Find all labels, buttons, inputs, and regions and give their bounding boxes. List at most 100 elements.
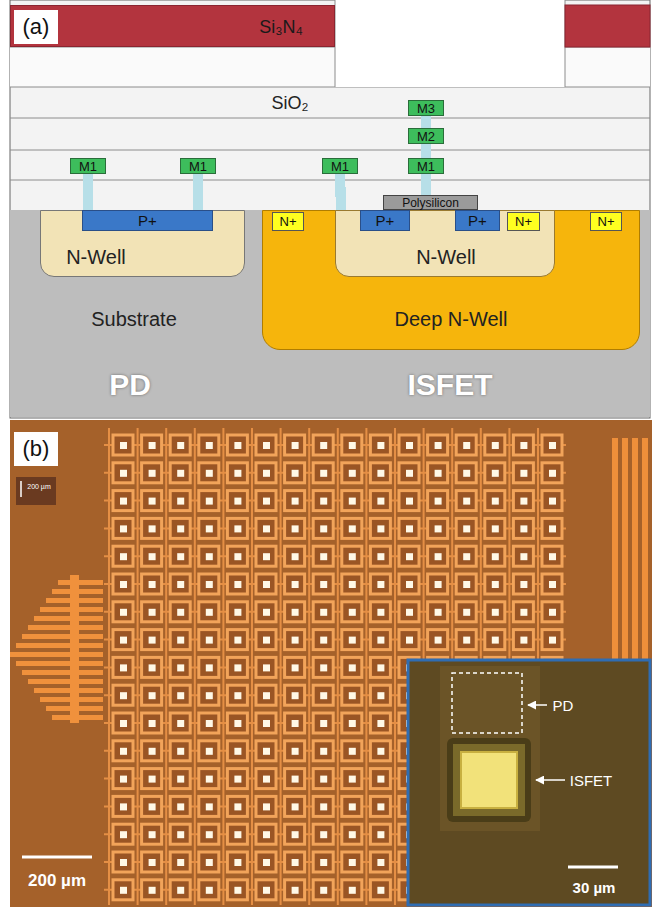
sensor-window [263, 776, 270, 783]
pixel-cell [370, 769, 390, 789]
comb-tooth [34, 688, 70, 693]
sensor-window [149, 803, 156, 810]
pixel-cell [456, 630, 476, 650]
sensor-window [149, 553, 156, 560]
pixel-cell [256, 574, 276, 594]
pixel-cell [285, 630, 305, 650]
sensor-window [435, 553, 442, 560]
inset-frame [408, 660, 650, 905]
pixel-cell [256, 657, 276, 677]
sensor-window [149, 776, 156, 783]
sensor-window [520, 525, 527, 532]
pixel-cell [170, 685, 190, 705]
pixel-cell [199, 463, 219, 483]
sensor-window [177, 720, 184, 727]
comb-tooth [22, 670, 70, 675]
column-wire [194, 428, 196, 905]
pixel-cell [285, 463, 305, 483]
scale-bar [568, 866, 618, 869]
pixel-cell [256, 491, 276, 511]
sensor-window [377, 553, 384, 560]
pixel-cell [227, 546, 247, 566]
tiny-scale-bar [20, 481, 22, 497]
pixel-cell [342, 713, 362, 733]
pixel-cell [142, 602, 162, 622]
pixel-cell [513, 602, 533, 622]
isfet-ring [453, 744, 525, 816]
comb-tooth [46, 598, 70, 603]
pixel-cell [113, 713, 133, 733]
scale-label: 200 µm [27, 483, 51, 490]
pixel-cell [256, 796, 276, 816]
pixel-cell [285, 518, 305, 538]
pixel-cell [313, 741, 333, 761]
sensor-window [406, 581, 413, 588]
pixel-cell [113, 657, 133, 677]
sensor-window [320, 664, 327, 671]
pixel-cell [513, 491, 533, 511]
column-wire [308, 428, 310, 905]
sensor-window [492, 609, 499, 616]
pixel-cell [370, 463, 390, 483]
pixel-cell [142, 630, 162, 650]
sensor-window [320, 748, 327, 755]
sensor-window [520, 442, 527, 449]
pixel-cell [542, 574, 562, 594]
sensor-window [177, 748, 184, 755]
pixel-cell [227, 824, 247, 844]
column-wire [137, 428, 139, 905]
via-connector [421, 144, 431, 158]
sensor-window [406, 470, 413, 477]
sensor-window [177, 525, 184, 532]
sensor-window [377, 442, 384, 449]
sensor-window [263, 664, 270, 671]
node-label: P+ [138, 213, 157, 228]
comb-tooth [22, 634, 70, 639]
pixel-cell [285, 824, 305, 844]
pixel-cell [456, 435, 476, 455]
pixel-cell [199, 852, 219, 872]
node-label: Polysilicon [402, 197, 459, 209]
pixel-cell [342, 463, 362, 483]
sensor-window [549, 609, 556, 616]
metal-pad: M2 [408, 128, 444, 144]
callout-label: PD [553, 698, 574, 713]
sensor-window [120, 470, 127, 477]
pixel-cell [370, 435, 390, 455]
sensor-window [234, 831, 241, 838]
sensor-window [549, 498, 556, 505]
pixel-cell [256, 685, 276, 705]
sensor-window [292, 664, 299, 671]
comb-stub [79, 625, 103, 630]
pixel-cell [313, 518, 333, 538]
pixel-cell [513, 546, 533, 566]
pixel-cell [142, 574, 162, 594]
pixel-cell [342, 769, 362, 789]
pixel-cell [142, 852, 162, 872]
comb-stub [79, 661, 103, 666]
sensor-window [206, 831, 213, 838]
pixel-cell [170, 852, 190, 872]
pixel-cell [170, 824, 190, 844]
pixel-cell [485, 574, 505, 594]
pixel-cell [485, 630, 505, 650]
pixel-cell [313, 852, 333, 872]
sensor-window [234, 581, 241, 588]
pixel-cell [113, 769, 133, 789]
sensor-window [377, 470, 384, 477]
comb-stub [79, 634, 103, 639]
sensor-window [349, 859, 356, 866]
nitride-layer [565, 5, 650, 47]
pixel-cell [428, 602, 448, 622]
sensor-window [234, 748, 241, 755]
comb-stub [79, 589, 103, 594]
pixel-cell [399, 463, 419, 483]
pixel-cell [342, 685, 362, 705]
well-region: N-WellP+ [40, 210, 245, 277]
sensor-window [320, 581, 327, 588]
pixel-cell [227, 435, 247, 455]
sensor-window [292, 525, 299, 532]
scale-label: 30 µm [573, 880, 616, 895]
sensor-window [377, 692, 384, 699]
